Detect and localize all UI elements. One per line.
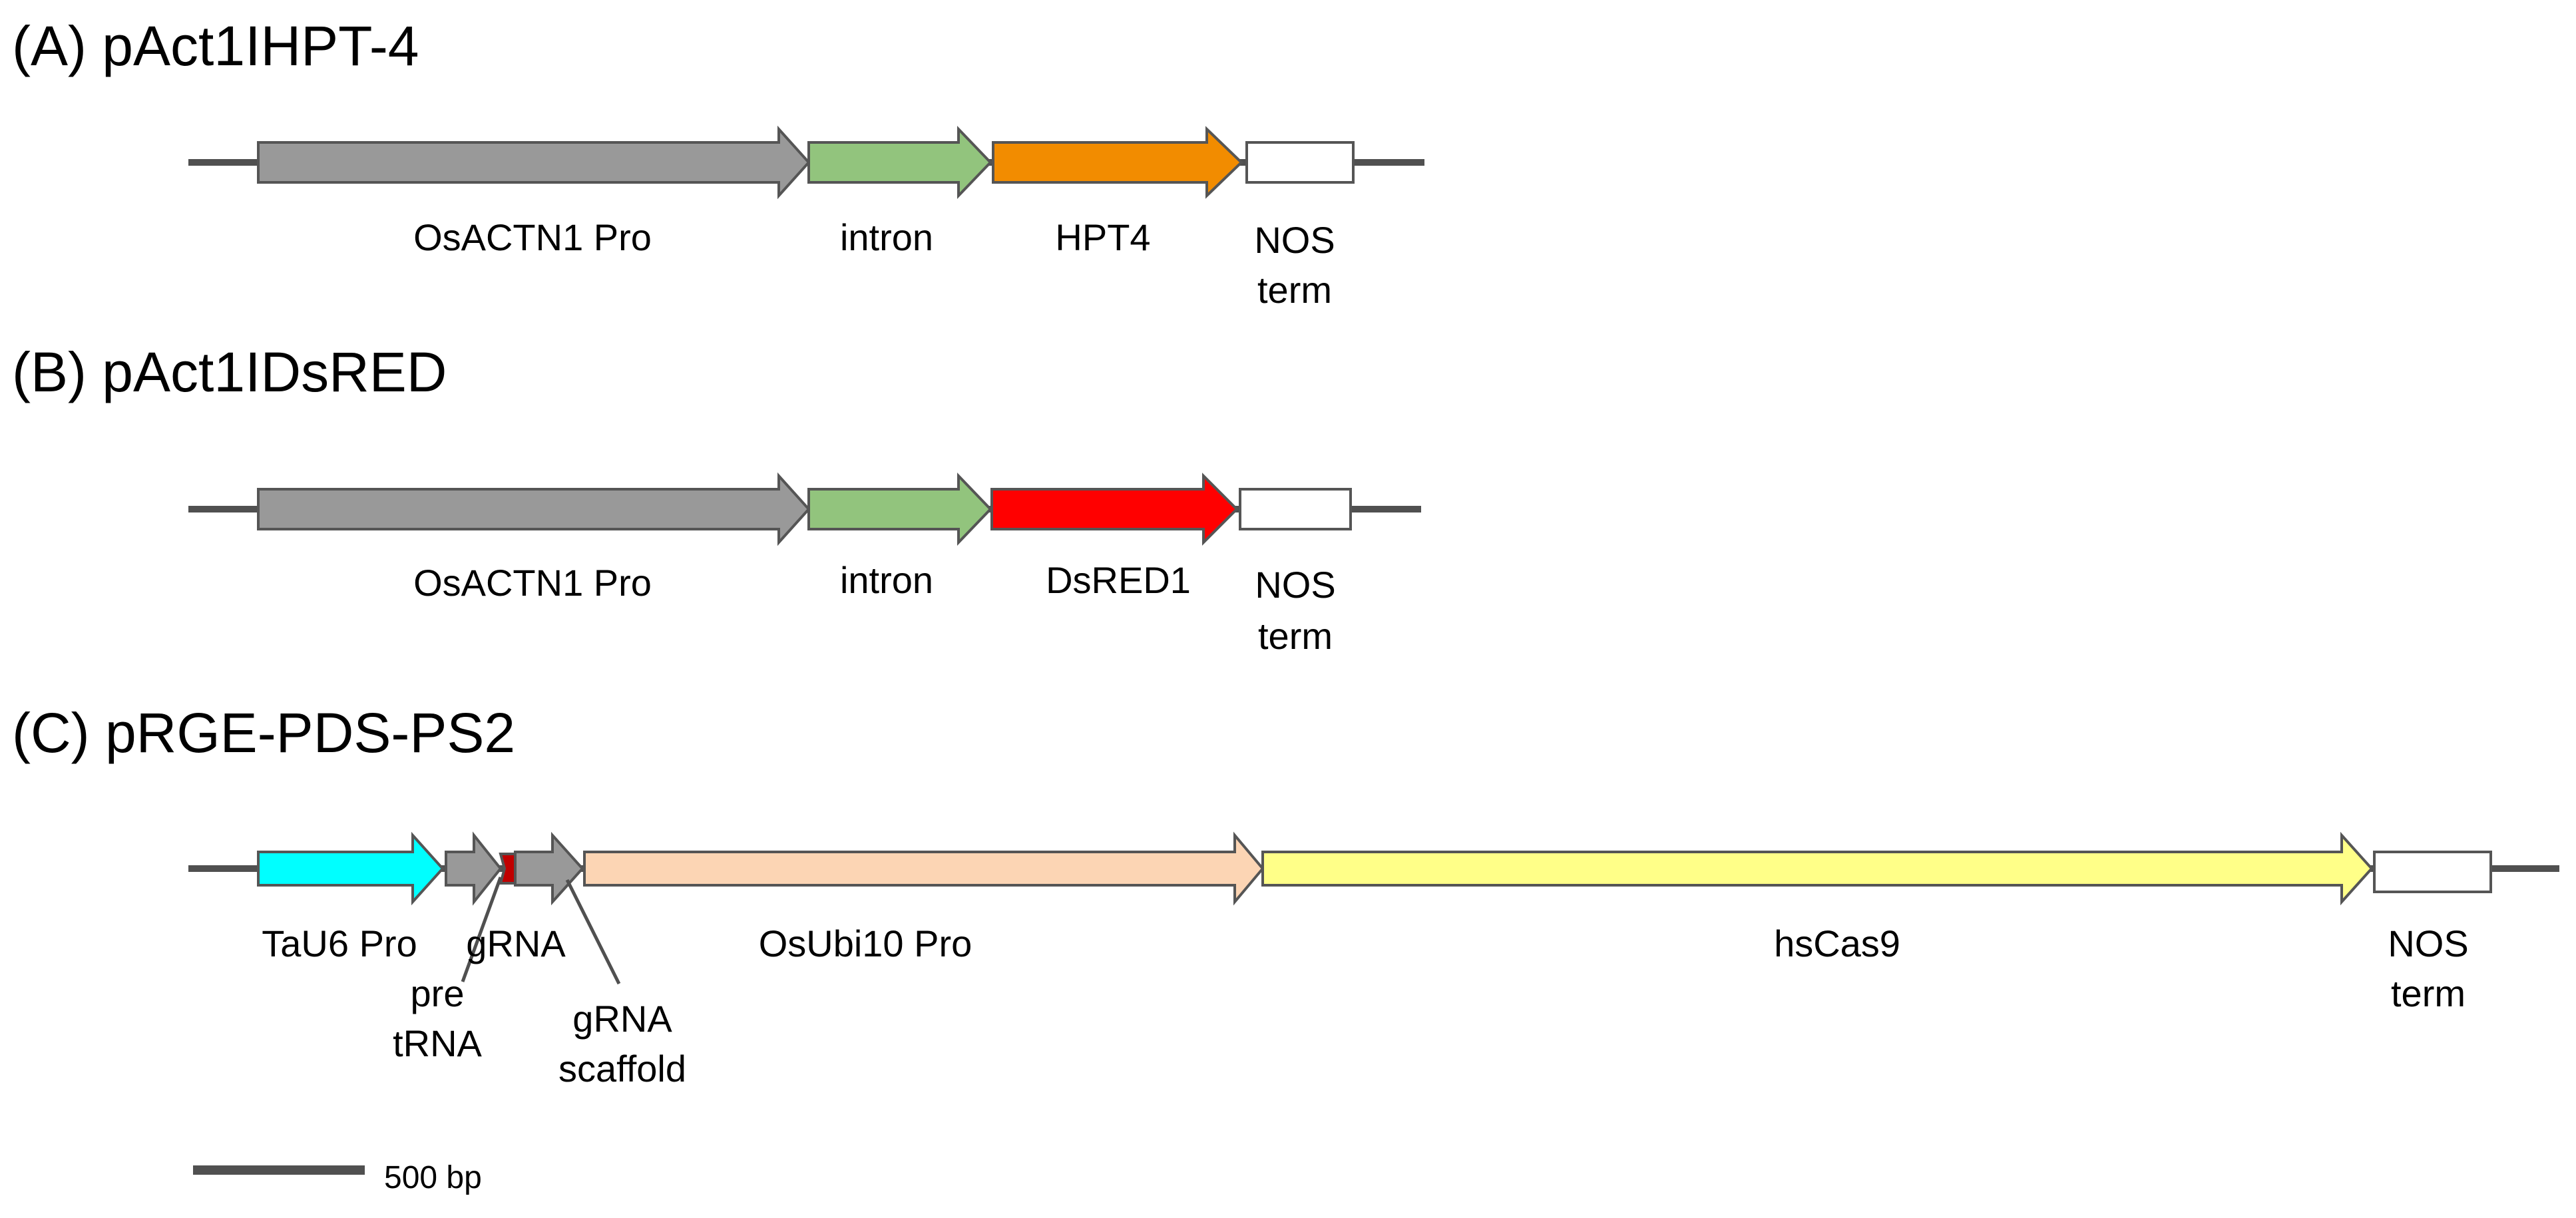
construct-c-grna-scaffold-arrow — [514, 831, 584, 906]
construct-b-dsred1-label: DsRED1 — [1046, 559, 1191, 601]
construct-c-nos-terminator-label-line2: term — [2391, 972, 2466, 1014]
construct-a-intron-arrow — [807, 126, 992, 199]
construct-c-tau6-promoter-arrow — [257, 831, 445, 906]
construct-a: (A) pAct1IHPT-4 OsACTN1 Pro intron HPT4 … — [12, 15, 1424, 311]
construct-b-nos-terminator-label-line2: term — [1258, 615, 1333, 657]
construct-b-intron-label: intron — [840, 559, 933, 601]
construct-a-nos-terminator-box — [1245, 141, 1355, 184]
construct-c-pre-trna-label-line1: pre — [411, 972, 465, 1014]
construct-c-grna-scaffold-label-line2: scaffold — [558, 1048, 686, 1090]
construct-b-osactn1-promoter-label: OsACTN1 Pro — [413, 562, 652, 604]
construct-a-nos-terminator-label-line2: term — [1257, 269, 1332, 311]
construct-b-intron-arrow — [807, 473, 992, 546]
construct-a-nos-terminator-label-line1: NOS — [1254, 219, 1335, 261]
construct-c-hscas9-arrow — [1261, 831, 2374, 906]
construct-c-nos-terminator-box — [2373, 851, 2492, 893]
construct-b-nos-terminator-box — [1239, 488, 1352, 530]
construct-c-pre-trna-pointer — [461, 877, 503, 982]
construct-c-osubi10-promoter-arrow — [583, 831, 1265, 906]
construct-c-hscas9-label: hsCas9 — [1774, 922, 1900, 964]
construct-a-osactn1-promoter-label: OsACTN1 Pro — [413, 216, 652, 258]
construct-c-title: (C) pRGE-PDS-PS2 — [12, 702, 515, 764]
construct-a-hpt4-label: HPT4 — [1055, 216, 1150, 258]
construct-a-osactn1-promoter-arrow — [257, 125, 811, 200]
construct-c-tau6-promoter-label: TaU6 Pro — [262, 922, 417, 964]
construct-c-nos-terminator-label-line1: NOS — [2388, 922, 2468, 964]
construct-c-osubi10-promoter-label: OsUbi10 Pro — [759, 922, 972, 964]
construct-b-title: (B) pAct1IDsRED — [12, 341, 447, 403]
construct-c: (C) pRGE-PDS-PS2 TaU6 Pro gRNA OsUbi10 P… — [12, 702, 2559, 1090]
construct-c-grna-scaffold-pointer — [565, 879, 621, 985]
scale-bar-label: 500 bp — [384, 1160, 482, 1195]
construct-c-grna-scaffold-label-line1: gRNA — [572, 998, 672, 1040]
construct-a-title: (A) pAct1IHPT-4 — [12, 15, 419, 77]
construct-b-dsred1-arrow — [990, 473, 1239, 546]
construct-a-hpt4-arrow — [992, 126, 1243, 199]
scale-bar: 500 bp — [193, 1160, 482, 1195]
construct-c-grna-spacer — [499, 853, 517, 885]
construct-b-osactn1-promoter-arrow — [257, 472, 811, 546]
construct-c-pre-trna-arrow — [445, 831, 503, 906]
construct-c-pre-trna-label-line2: tRNA — [393, 1022, 482, 1064]
construct-a-intron-label: intron — [840, 216, 933, 258]
construct-c-grna-label: gRNA — [466, 922, 566, 964]
construct-b-nos-terminator-label-line1: NOS — [1255, 564, 1335, 606]
construct-b: (B) pAct1IDsRED OsACTN1 Pro intron DsRED… — [12, 341, 1421, 657]
